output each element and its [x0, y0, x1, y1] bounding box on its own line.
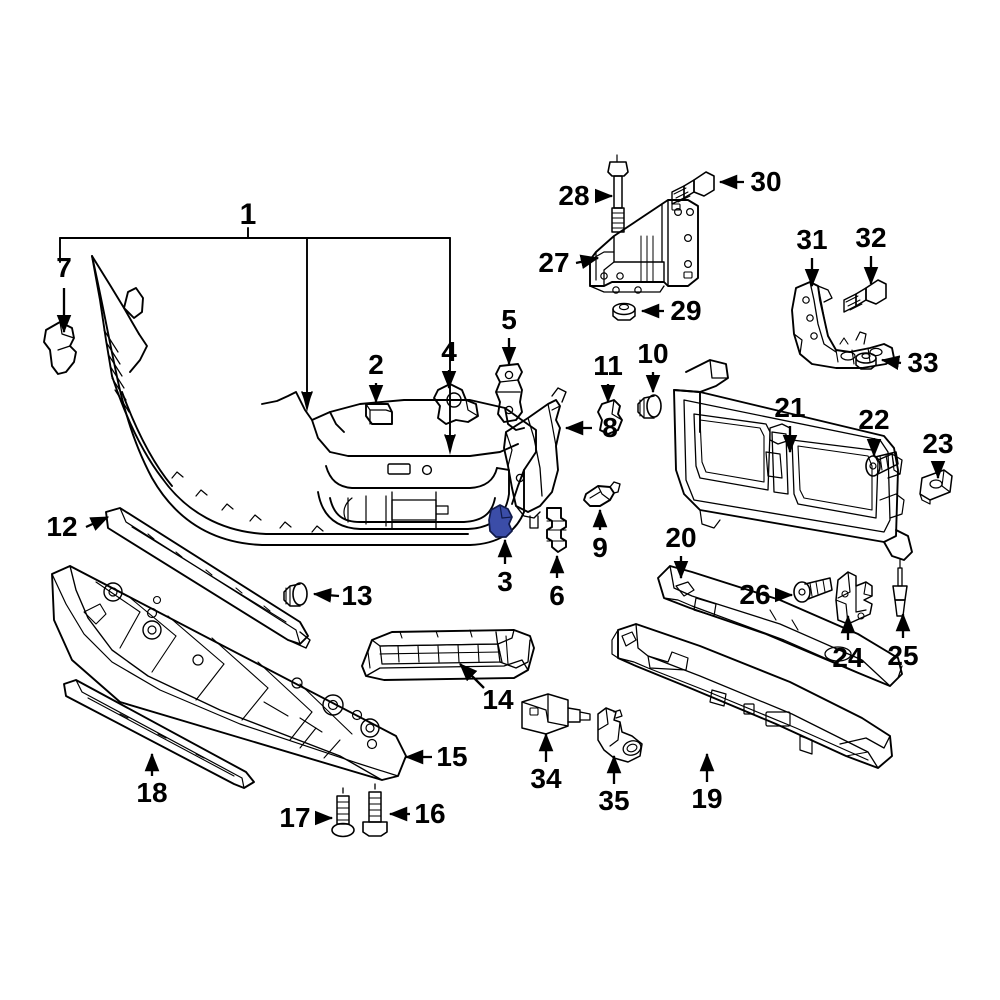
part-14-lower-grille-insert [361, 629, 535, 681]
leader-12 [85, 515, 110, 531]
callout-bracket-1 [59, 227, 456, 455]
callout-label-21: 21 [774, 392, 806, 423]
part-3-retainer-clip-highlighted [488, 504, 513, 538]
callout-label-9: 9 [592, 532, 608, 563]
part-21-radiator-support-upper-panel [673, 359, 913, 561]
part-23-speed-nut-clip [919, 469, 953, 505]
callout-label-30: 30 [750, 166, 782, 197]
part-33-flange-nut-small [855, 352, 877, 370]
part-18-lower-spoiler-seal-strip [63, 679, 255, 789]
part-26-collar-screw [793, 577, 833, 603]
leader-33 [880, 355, 902, 370]
callout-label-10: 10 [637, 338, 669, 369]
part-12-lower-cover-trim-strip [105, 507, 311, 649]
callout-label-15: 15 [436, 741, 468, 772]
part-6-push-pin-rivet [546, 507, 567, 553]
part-24-mounting-bracket [835, 571, 873, 625]
part-19-bumper-impact-bar [611, 623, 893, 769]
callout-label-22: 22 [858, 404, 890, 435]
callout-label-29: 29 [670, 295, 702, 326]
part-5-side-retainer-bracket [495, 363, 523, 423]
part-22-flange-screw [865, 451, 899, 477]
callout-label-34: 34 [530, 763, 562, 794]
callout-label-31: 31 [796, 224, 828, 255]
part-35-park-distance-sensor [597, 707, 643, 763]
part-2-bumper-cover-clip [365, 403, 393, 425]
part-11-expanding-nut-clip [597, 399, 623, 435]
part-16-hex-flange-bolt [362, 783, 388, 837]
part-9-grommet-clip [583, 481, 621, 507]
part-8-bumper-side-support-bracket [503, 387, 567, 529]
part-10-flange-head-screw [637, 394, 662, 419]
callout-label-26: 26 [739, 579, 771, 610]
callout-label-8: 8 [602, 412, 618, 443]
callout-label-18: 18 [136, 777, 168, 808]
part-27-crash-box-mount-bracket [589, 199, 699, 294]
callout-label-24: 24 [832, 642, 864, 673]
part-4-bumper-cover-bracket [433, 383, 479, 425]
callout-label-25: 25 [887, 640, 919, 671]
callout-label-6: 6 [549, 580, 565, 611]
callout-label-4: 4 [441, 336, 457, 367]
callout-label-33: 33 [907, 347, 939, 378]
callout-label-14: 14 [482, 684, 514, 715]
part-13-pan-head-screw [283, 582, 308, 607]
callout-label-17: 17 [279, 802, 311, 833]
part-32-hex-flange-bolt [843, 279, 887, 313]
part-31-headlamp-support-bracket [791, 281, 895, 369]
part-30-hex-flange-bolt-short [671, 171, 715, 205]
part-29-flange-nut [612, 302, 636, 321]
part-25-expansion-rivet [892, 559, 908, 617]
callout-label-7: 7 [56, 252, 72, 283]
part-34-impact-sensor [521, 693, 591, 735]
leader-13 [312, 588, 340, 603]
callout-label-3: 3 [497, 566, 513, 597]
callout-label-20: 20 [665, 522, 697, 553]
callout-label-1: 1 [239, 198, 257, 231]
part-front-bumper-cover [91, 255, 537, 546]
callout-label-32: 32 [855, 222, 887, 253]
callout-label-16: 16 [414, 798, 446, 829]
leader-27 [575, 254, 600, 269]
callout-label-28: 28 [558, 180, 590, 211]
callout-label-2: 2 [368, 349, 384, 380]
leader-14 [459, 663, 485, 689]
part-17-pan-head-bolt [331, 787, 355, 838]
part-20-bumper-reinforcement-beam [657, 565, 903, 687]
callout-label-11: 11 [593, 350, 623, 381]
callout-label-19: 19 [691, 783, 723, 814]
callout-label-5: 5 [501, 304, 517, 335]
part-28-hex-head-bolt-long [607, 154, 629, 233]
callout-label-35: 35 [598, 785, 630, 816]
callout-leader-lines [56, 174, 946, 826]
callout-label-27: 27 [538, 247, 570, 278]
callout-label-12: 12 [46, 511, 78, 542]
callout-label-23: 23 [922, 428, 954, 459]
callout-label-13: 13 [341, 580, 373, 611]
part-7-cover-end-clip [43, 321, 77, 375]
part-15-lower-bumper-carrier-panel [51, 565, 407, 781]
